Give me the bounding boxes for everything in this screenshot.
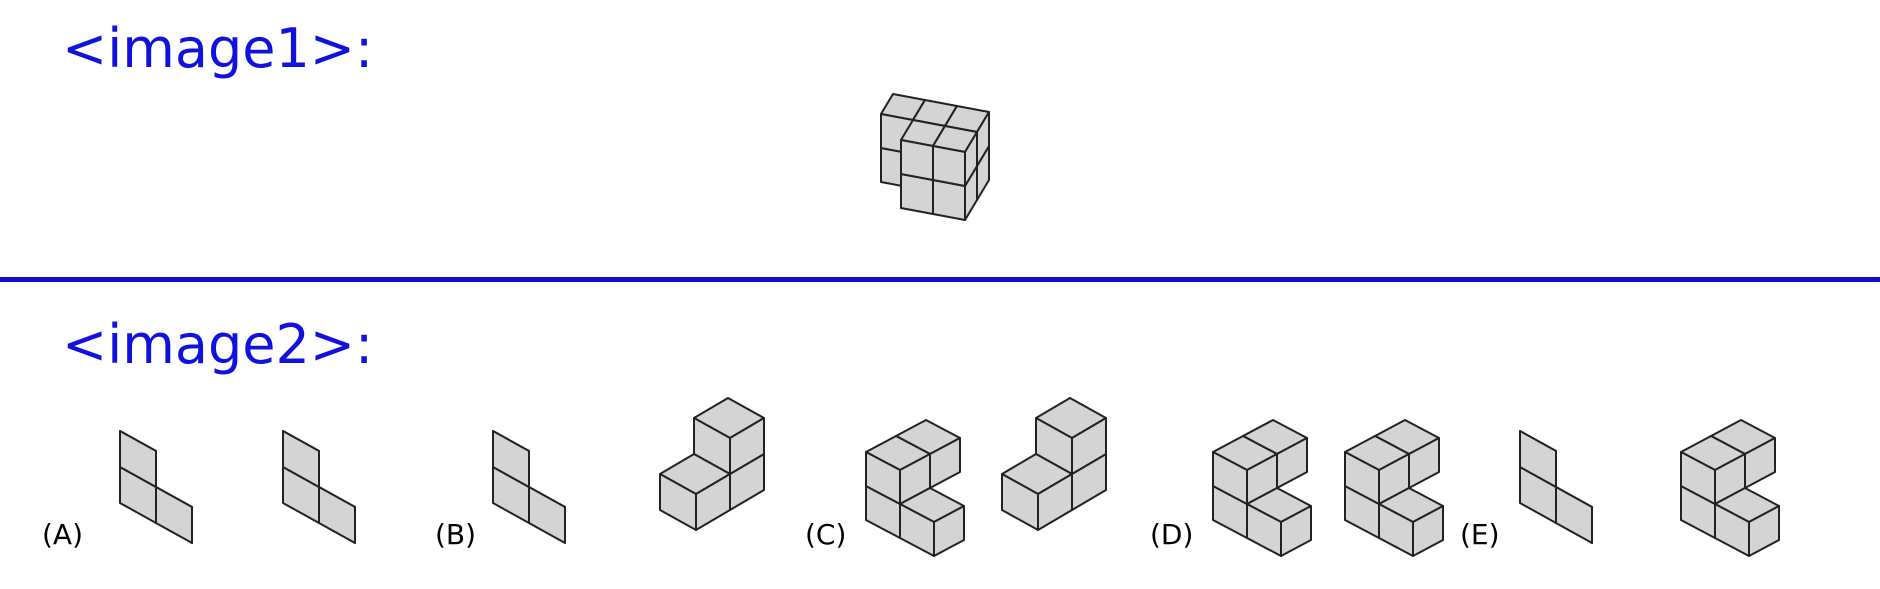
cube-face [155, 486, 193, 544]
option-c-figure-2[interactable] [990, 397, 1140, 555]
cube-face [1748, 505, 1780, 557]
option-c-label: (C) [805, 518, 847, 551]
cube-face [528, 486, 566, 544]
image1-label: <image1>: [62, 17, 374, 80]
option-b-figure-1[interactable] [485, 415, 635, 555]
cube-face [964, 131, 978, 187]
option-e-figure-1[interactable] [1512, 415, 1662, 555]
cube-face [1037, 473, 1073, 531]
cube-face [1280, 505, 1312, 557]
target-cube-figure [880, 93, 990, 221]
option-e-figure-2[interactable] [1673, 402, 1823, 557]
option-d-figure-1[interactable] [1205, 402, 1355, 557]
option-a-figure-2[interactable] [275, 415, 425, 555]
cube-face [1555, 486, 1593, 544]
cube-face [932, 145, 966, 187]
cube-face [729, 417, 765, 475]
option-b-figure-2[interactable] [648, 397, 798, 555]
option-c-figure-1[interactable] [858, 402, 1008, 557]
option-b-label: (B) [435, 518, 477, 551]
cube-face [695, 473, 731, 531]
option-a-figure-1[interactable] [112, 415, 262, 555]
option-d-label: (D) [1150, 518, 1194, 551]
cube-face [933, 505, 965, 557]
cube-face [318, 486, 356, 544]
option-e-label: (E) [1460, 518, 1500, 551]
section-divider [0, 277, 1880, 282]
image2-label: <image2>: [62, 313, 374, 376]
option-d-figure-2[interactable] [1337, 402, 1487, 557]
option-a-label: (A) [42, 518, 84, 551]
cube-face [1071, 417, 1107, 475]
cube-face [1412, 505, 1444, 557]
cube-face [900, 139, 934, 181]
